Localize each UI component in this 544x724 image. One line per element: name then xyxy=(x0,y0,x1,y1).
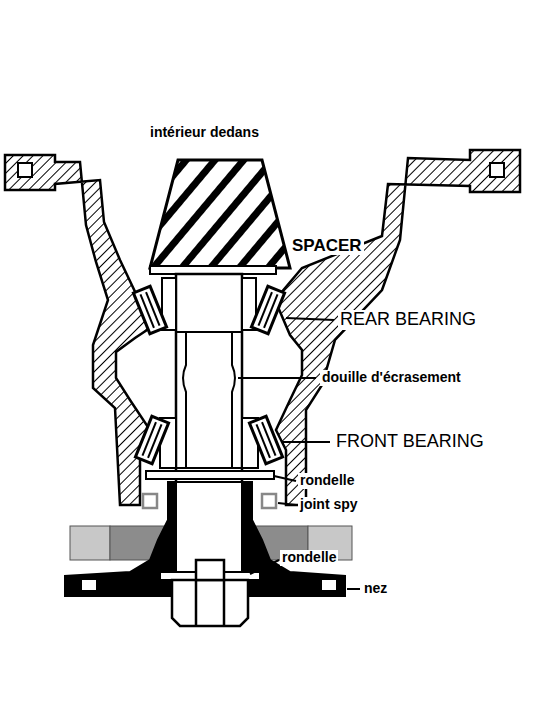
part-label: joint spy xyxy=(298,497,360,512)
pinion-gear xyxy=(150,160,290,268)
seal xyxy=(143,494,157,508)
part-label: intérieur dedans xyxy=(148,125,261,140)
washer xyxy=(146,471,274,479)
bolt-hole xyxy=(18,163,32,177)
crush-sleeve xyxy=(176,332,242,468)
part-label: nez xyxy=(362,581,389,596)
part-label: rondelle xyxy=(280,550,338,565)
part-label: FRONT BEARING xyxy=(334,432,486,452)
bolt-hole xyxy=(322,580,336,590)
part-label: rondelle xyxy=(298,473,356,488)
rear-bearing xyxy=(133,278,284,334)
seal xyxy=(262,494,276,508)
pinion-nut xyxy=(172,560,248,626)
leader-line xyxy=(238,250,360,589)
pinion-shaft xyxy=(176,274,242,574)
part-label: douille d'écrasement xyxy=(320,370,463,385)
housing-wall xyxy=(275,150,520,505)
part-label: SPACER xyxy=(290,237,364,256)
front-bearing xyxy=(135,416,282,468)
bolt-hole xyxy=(490,163,504,177)
housing-wall xyxy=(5,155,150,505)
part-label: REAR BEARING xyxy=(338,310,478,330)
bolt-hole xyxy=(82,580,96,590)
